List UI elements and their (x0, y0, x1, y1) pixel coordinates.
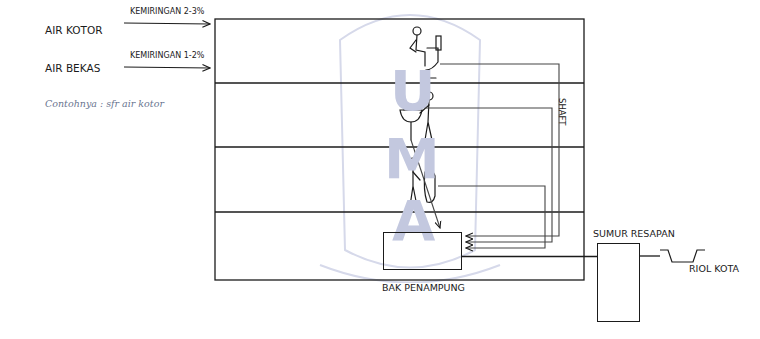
example-note: Contohnya : sfr air kotor (45, 99, 164, 109)
pipe-connector (640, 255, 660, 256)
infiltration-well: SUMUR RESAPAN (597, 243, 640, 322)
city-drain: RIOL KOTA (660, 250, 705, 262)
node-label: SUMUR RESAPAN (592, 229, 676, 239)
collection-tank: BAK PENAMPUNG (383, 232, 462, 270)
ditch-outline (660, 250, 705, 262)
watermark: U (390, 60, 435, 122)
slope-arrow (124, 23, 210, 68)
ditch-outline (660, 250, 705, 262)
slope-note: KEMIRINGAN 1-2% (130, 52, 204, 61)
watermark: A (392, 190, 435, 252)
watermark: M (384, 128, 440, 190)
node-label: RIOL KOTA (688, 264, 740, 274)
slope-note: KEMIRINGAN 2-3% (130, 8, 204, 17)
flow-type: AIR BEKAS (45, 63, 100, 75)
building-outline (215, 19, 584, 280)
node-label: BAK PENAMPUNG (381, 283, 466, 293)
flow-type: AIR KOTOR (45, 25, 102, 37)
pipe-connector (462, 256, 597, 257)
shaft-label: SHAFT (557, 98, 566, 126)
